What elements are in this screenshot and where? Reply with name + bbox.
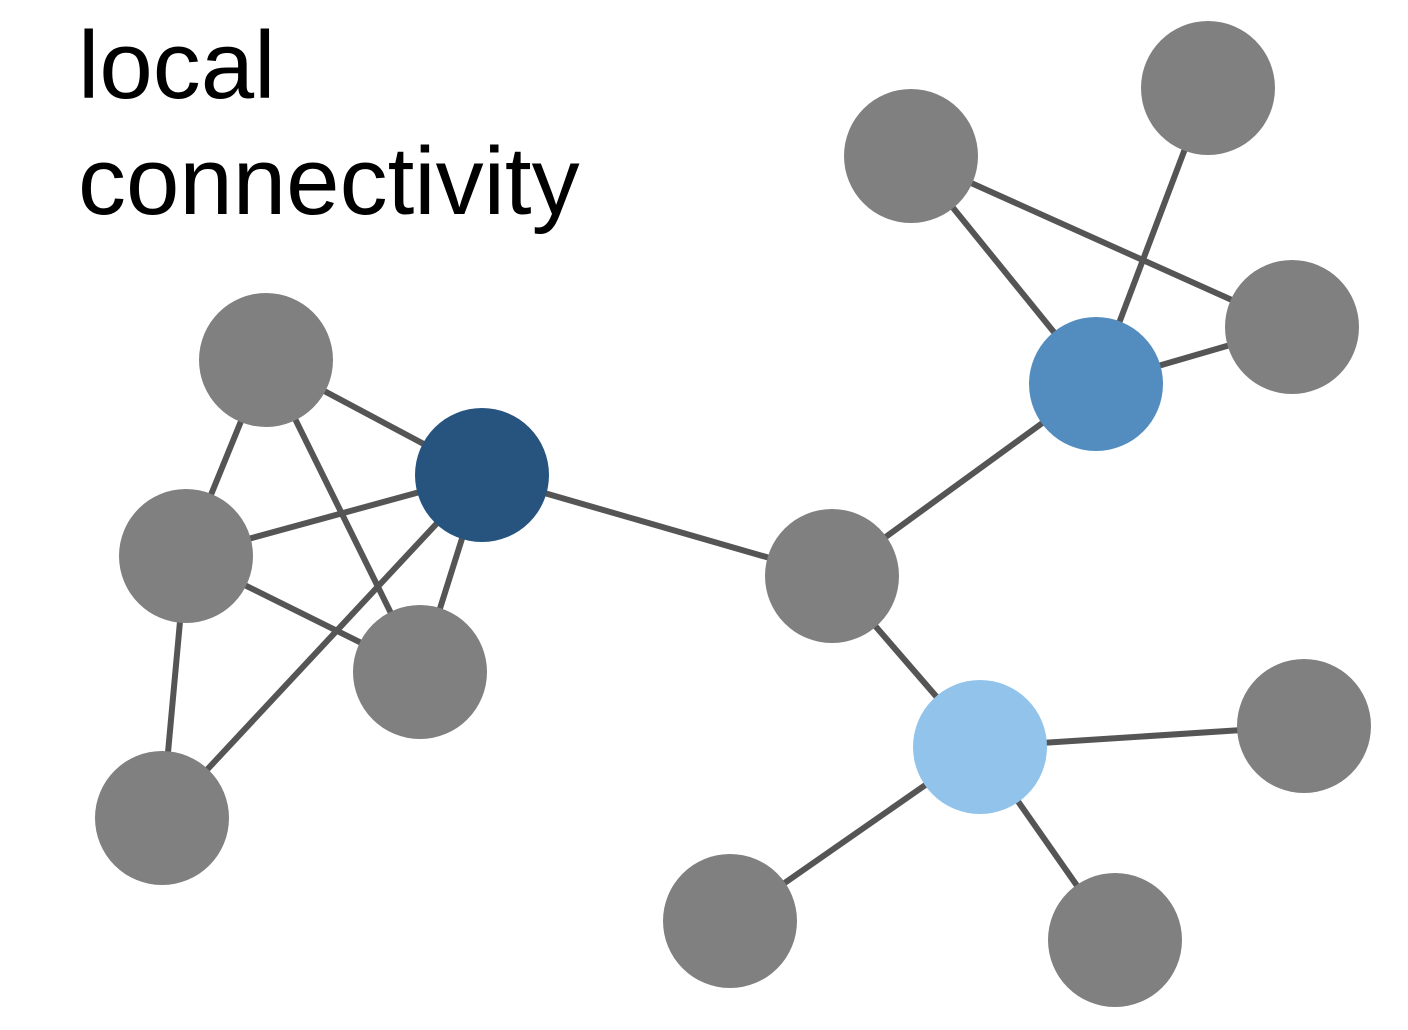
node-B <box>119 489 253 623</box>
node-L <box>1048 873 1182 1007</box>
title-line-2: connectivity <box>78 128 580 235</box>
node-M <box>765 509 899 643</box>
edge-layer <box>159 86 1305 942</box>
node-J <box>1237 659 1371 793</box>
title-line-1: local <box>78 12 276 119</box>
node-G <box>1141 21 1275 155</box>
hub-node-H3 <box>913 680 1047 814</box>
node-C <box>353 605 487 739</box>
node-F <box>844 89 978 223</box>
node-K <box>663 854 797 988</box>
node-layer <box>95 21 1371 1007</box>
node-I <box>1225 260 1359 394</box>
edge-F-I <box>909 153 1294 330</box>
diagram-title: local connectivity <box>78 8 580 240</box>
hub-node-H1 <box>415 408 549 542</box>
hub-node-H2 <box>1029 317 1163 451</box>
node-A <box>199 293 333 427</box>
edge-D-H1 <box>159 472 485 821</box>
node-D <box>95 751 229 885</box>
